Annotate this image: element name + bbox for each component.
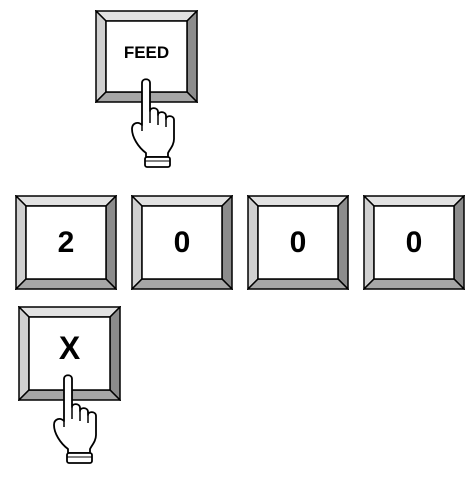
digit-key-2[interactable]: 0 (131, 195, 233, 290)
pointing-hand-icon (128, 75, 188, 170)
pointing-hand-icon (50, 371, 110, 466)
digit-key-1-bevel (15, 195, 117, 290)
digit-key-1[interactable]: 2 (15, 195, 117, 290)
digit-key-3[interactable]: 0 (247, 195, 349, 290)
digit-key-2-bevel (131, 195, 233, 290)
digit-key-3-bevel (247, 195, 349, 290)
digit-key-4-bevel (363, 195, 465, 290)
digit-key-4[interactable]: 0 (363, 195, 465, 290)
